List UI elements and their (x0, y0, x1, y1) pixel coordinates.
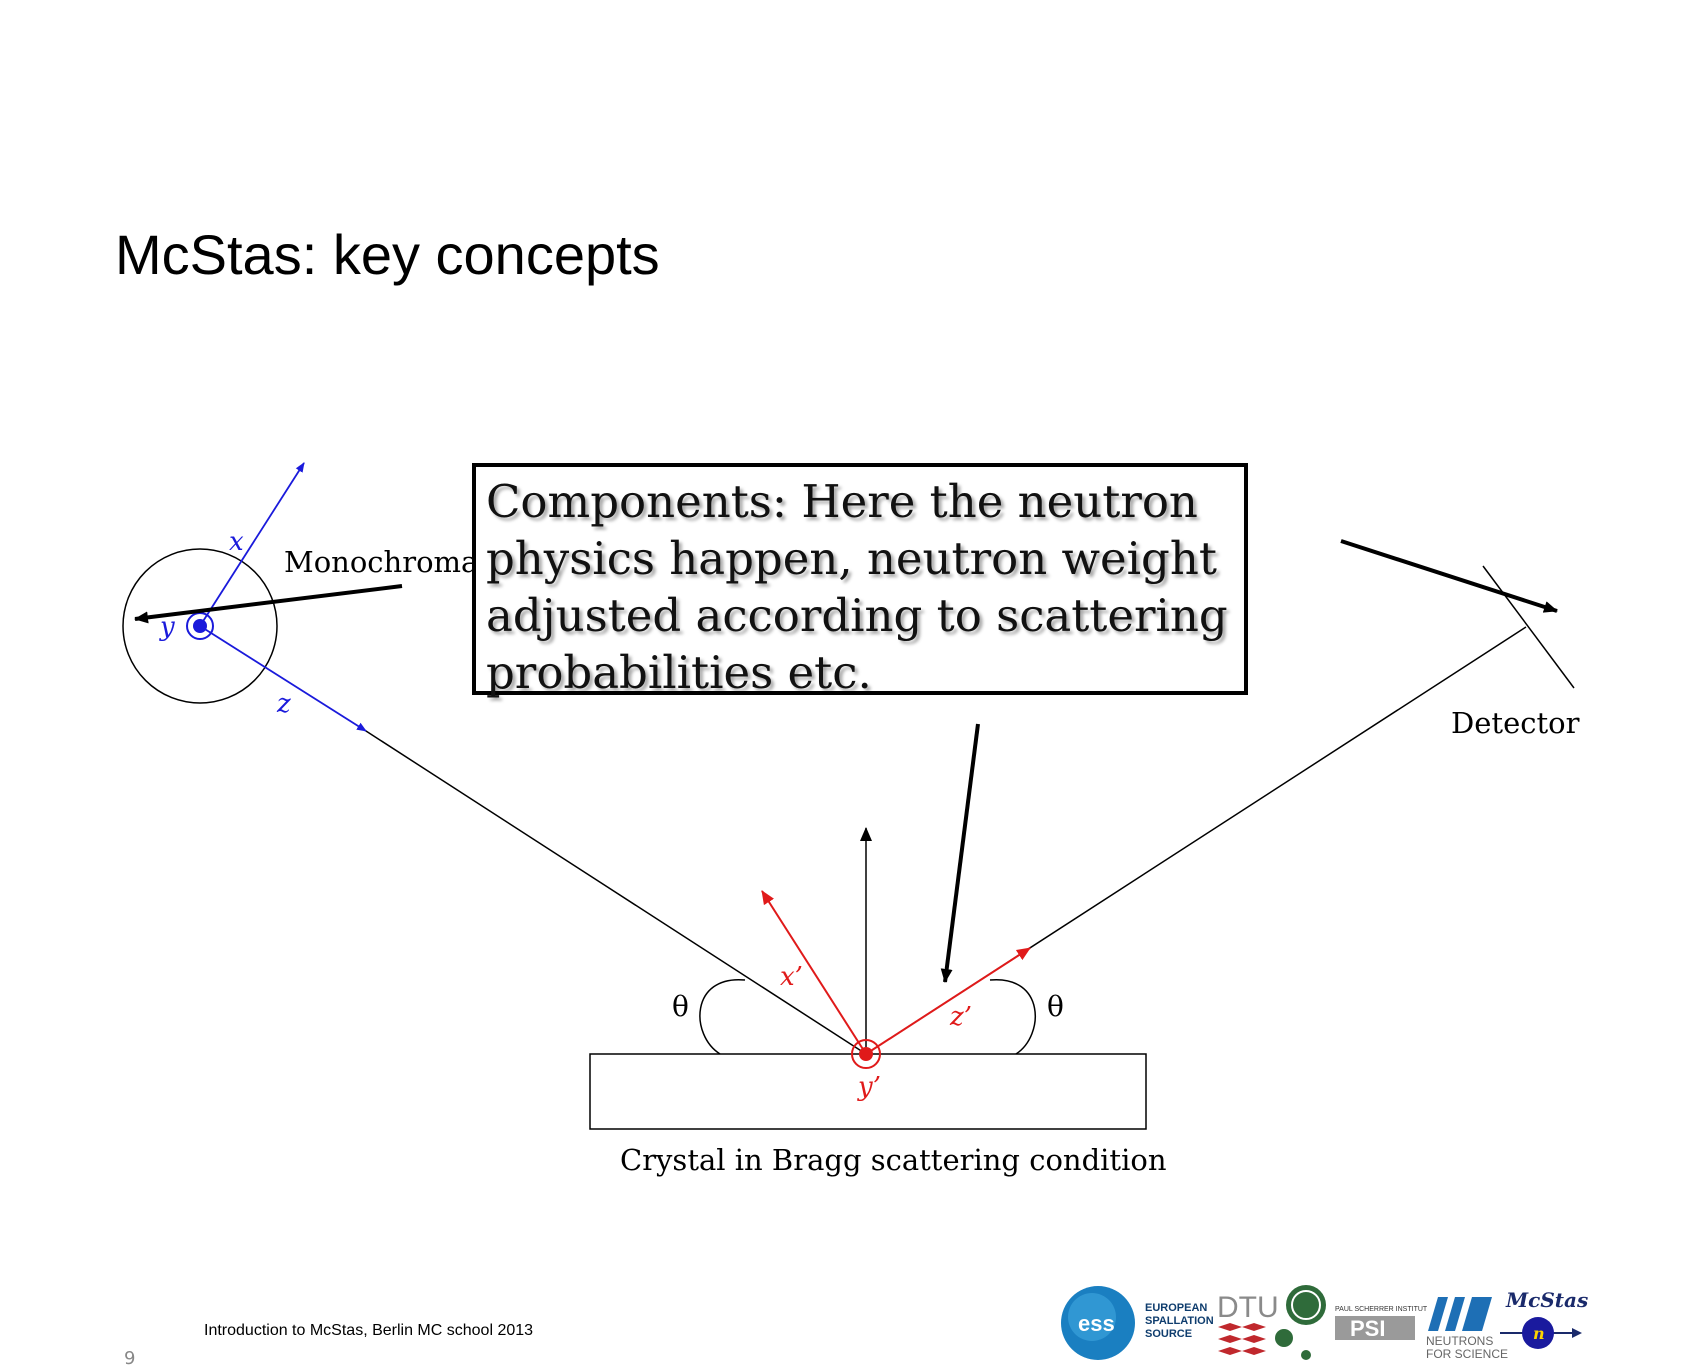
ill-line2: FOR SCIENCE (1426, 1347, 1508, 1361)
mcstas-text: McStas (1505, 1288, 1588, 1312)
monochromator-circle (122, 548, 278, 704)
psi-small-text: PAUL SCHERRER INSTITUT (1335, 1306, 1428, 1313)
detector-label: Detector (1451, 706, 1580, 740)
page-number: 9 (124, 1348, 136, 1369)
mcstas-logo: McStas n (1500, 1288, 1588, 1349)
axis-x-label: x (229, 527, 244, 557)
crystal-label: Crystal in Bragg scattering condition (620, 1143, 1167, 1177)
detector-plane (1482, 565, 1575, 689)
ill-logo: NEUTRONS FOR SCIENCE (1426, 1297, 1508, 1361)
x-axis-arrow (199, 462, 305, 627)
ess-logo: ess EUROPEAN SPALLATION SOURCE (1061, 1286, 1214, 1360)
axis-z-label: z (276, 689, 291, 719)
theta-arc-right (989, 979, 1036, 1055)
ess-mark: ess (1078, 1311, 1115, 1336)
university-seal-logo (1275, 1285, 1326, 1360)
z-prime-axis-arrow (865, 947, 1031, 1055)
axis-y-label: y (159, 612, 175, 642)
ess-line1: EUROPEAN (1145, 1302, 1207, 1314)
axis-y-prime-label: y’ (857, 1072, 881, 1102)
partner-logos: ess EUROPEAN SPALLATION SOURCE DTU PAUL … (1061, 1285, 1588, 1361)
theta-left-label: θ (672, 990, 689, 1023)
crystal-block (589, 1053, 1147, 1130)
components-callout: Components: Here the neutron physics hap… (472, 463, 1248, 699)
dtu-text: DTU (1217, 1291, 1279, 1324)
slide-title: McStas: key concepts (115, 223, 660, 286)
ess-line2: SPALLATION (1145, 1315, 1214, 1327)
axis-x-prime-label: x’ (780, 962, 803, 992)
y-prime-axis-symbol (851, 1039, 881, 1069)
footer-text: Introduction to McStas, Berlin MC school… (204, 1322, 534, 1339)
mcstas-n: n (1533, 1324, 1545, 1343)
z-axis-arrow (199, 625, 367, 732)
psi-text: PSI (1350, 1316, 1385, 1341)
psi-logo: PAUL SCHERRER INSTITUT PSI (1335, 1306, 1428, 1341)
callout-text: Components: Here the neutron physics hap… (486, 475, 1228, 699)
ill-line1: NEUTRONS (1426, 1334, 1493, 1348)
incident-beam (365, 730, 867, 1055)
x-prime-axis-arrow (761, 890, 867, 1055)
detector-pointer-arrow (1340, 539, 1558, 613)
ess-line3: SOURCE (1145, 1328, 1192, 1340)
y-axis-symbol (186, 612, 214, 640)
dtu-logo: DTU (1217, 1291, 1279, 1355)
axis-z-prime-label: z’ (949, 1002, 972, 1032)
monochromator-pointer-arrow (134, 584, 403, 624)
theta-right-label: θ (1047, 990, 1064, 1023)
crystal-pointer-arrow (940, 723, 980, 983)
theta-arc-left (699, 979, 746, 1055)
